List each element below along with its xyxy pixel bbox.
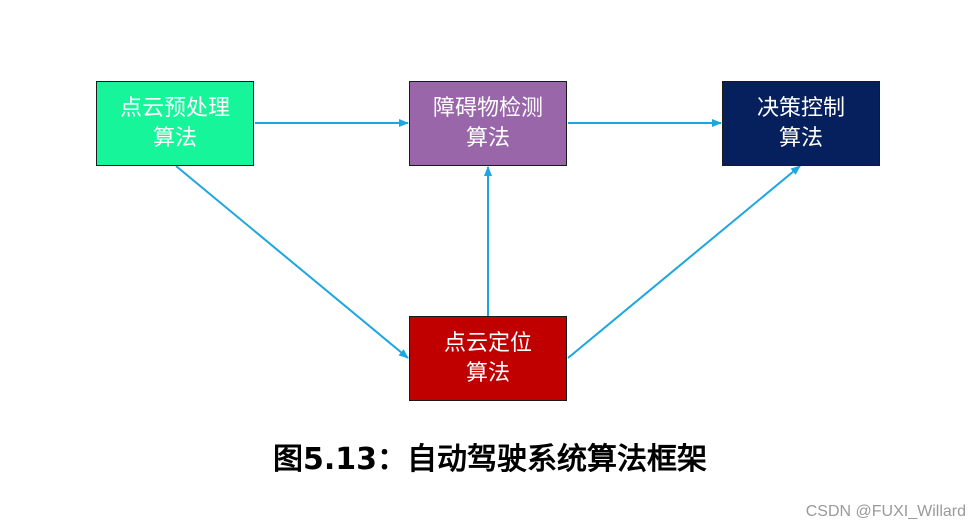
node-detection-line1: 障碍物检测 (432, 95, 543, 121)
node-localize: 点云定位 算法 (409, 316, 567, 401)
node-preprocess-line2: 算法 (152, 125, 197, 151)
arrow-preprocess-to-localize (175, 165, 409, 359)
figure-caption: 图5.13：自动驾驶系统算法框架 (272, 442, 708, 477)
node-control-line1: 决策控制 (756, 95, 845, 121)
node-control: 决策控制 算法 (722, 81, 880, 166)
node-preprocess: 点云预处理 算法 (96, 81, 254, 166)
node-localize-line2: 算法 (465, 360, 510, 386)
node-detection-line2: 算法 (465, 125, 510, 151)
node-preprocess-line1: 点云预处理 (119, 95, 230, 121)
node-control-line2: 算法 (778, 125, 823, 151)
node-localize-line1: 点云定位 (443, 330, 532, 356)
arrow-localize-to-control (567, 165, 801, 359)
node-detection: 障碍物检测 算法 (409, 81, 567, 166)
watermark: CSDN @FUXI_Willard (805, 503, 966, 520)
